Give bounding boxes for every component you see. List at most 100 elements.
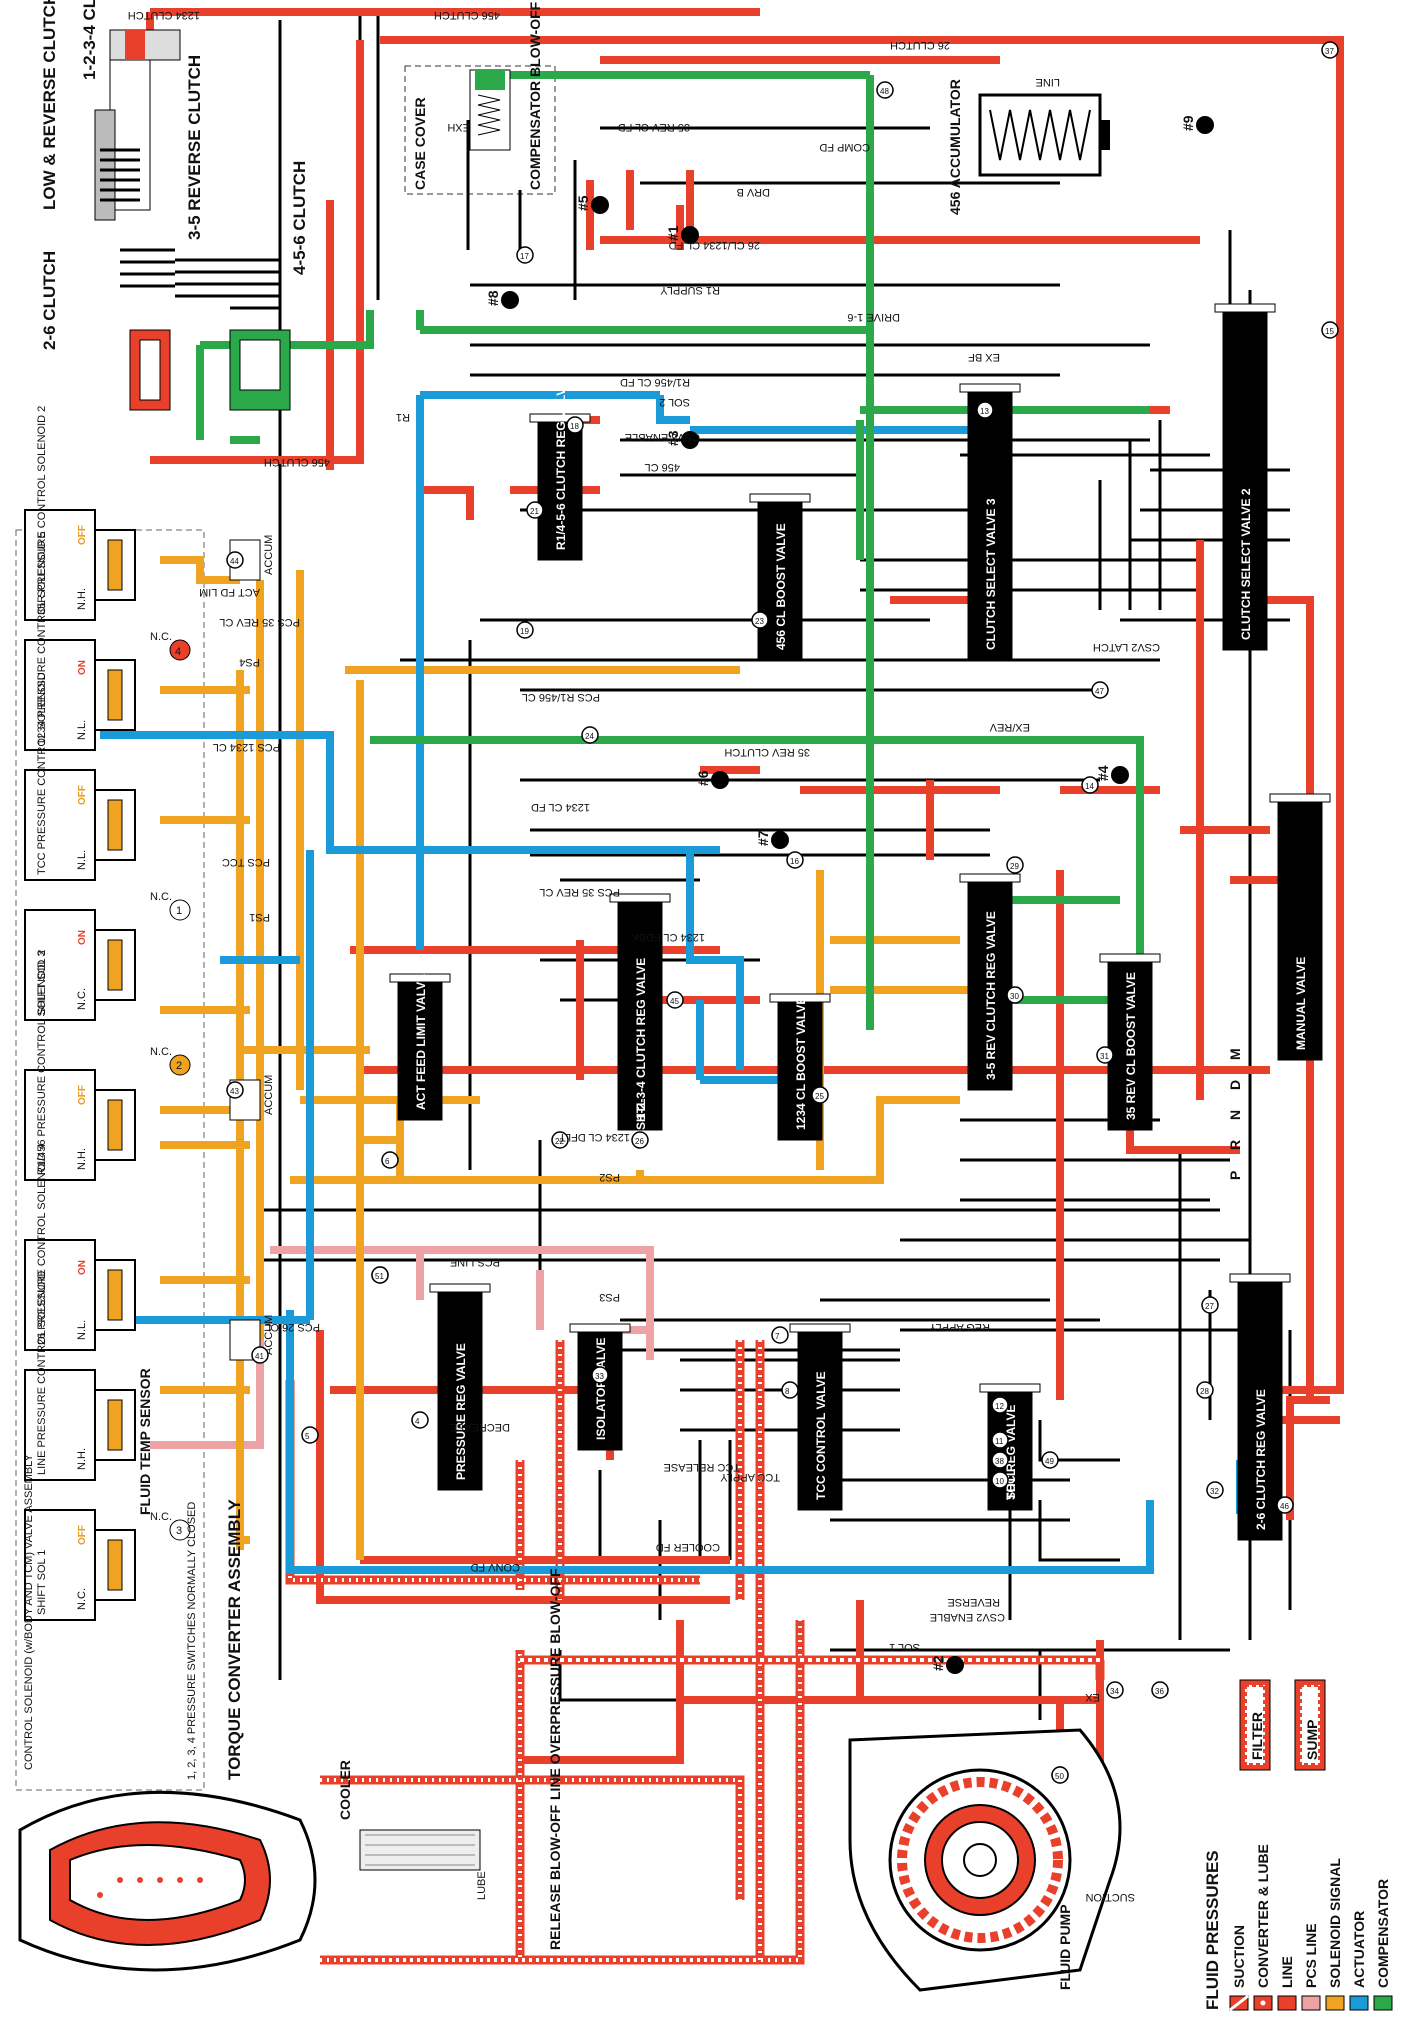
passage-top-7: DRV B xyxy=(737,186,770,198)
solenoid-state: ON xyxy=(77,1260,88,1275)
orifice-label-49: 49 xyxy=(1045,1457,1054,1466)
passage-top-2: 26 CLUTCH xyxy=(890,39,950,51)
pressure-switch-4-label: 4 xyxy=(175,646,181,658)
orifice-22 xyxy=(551,1131,569,1149)
filter-sump xyxy=(1239,1679,1326,1771)
orifice-label-31: 31 xyxy=(1100,1052,1109,1061)
passage-mid-7: PCS 35 REV CL xyxy=(539,886,620,898)
solenoid-pintle xyxy=(107,1269,123,1321)
prndl-D: D xyxy=(1227,1080,1243,1090)
orifice-33 xyxy=(591,1366,609,1384)
valve-cap xyxy=(1214,303,1276,313)
valve-5: 1234 CL BOOST VALVE xyxy=(769,993,831,1141)
accumulator-456-label: 456 ACCUMULATOR xyxy=(947,79,963,215)
legend-label-pcs_line: PCS LINE xyxy=(1303,1923,1319,1988)
valve-bore xyxy=(617,899,663,1131)
orifice-label-14: 14 xyxy=(1085,782,1094,791)
solenoid-body xyxy=(24,1069,96,1181)
solenoid-name: LINE PRESSURE CONTROL SOLENOID xyxy=(36,1271,48,1475)
orifice-23 xyxy=(751,611,769,629)
legend-swatch-actuator xyxy=(1349,1995,1369,2011)
valve-bore xyxy=(1107,959,1153,1131)
valve-cap xyxy=(429,1283,491,1293)
solenoid-state: OFF xyxy=(77,1525,88,1545)
orifice-49 xyxy=(1041,1451,1059,1469)
solenoid-pintle xyxy=(107,939,123,991)
solenoid-body xyxy=(24,769,96,881)
passage-bot-9: SOL 1 xyxy=(889,1641,920,1653)
checkball-label-7: #8 xyxy=(485,290,501,306)
solenoid-body xyxy=(24,1509,96,1621)
solenoid-name: TCC PRESSURE CONTROL SOLENOID xyxy=(36,672,48,875)
accumulator-456 xyxy=(978,93,1110,177)
passage-bot-13: EX xyxy=(1085,1691,1100,1703)
valve-cap xyxy=(569,1323,631,1333)
solenoid-type: N.L. xyxy=(76,720,88,740)
passage-bot-0: PCS LINE xyxy=(450,1256,500,1268)
solenoid-name: SHIFT SOL 1 xyxy=(36,1550,48,1615)
legend-suction-stripe xyxy=(1229,1994,1249,2012)
valve-6: 3-5 REV CLUTCH REG VALVE xyxy=(959,873,1021,1091)
orifice-37 xyxy=(1321,41,1339,59)
orifice-29 xyxy=(1006,856,1024,874)
passage-mid-9: 1234 CL DFLT xyxy=(559,1131,630,1143)
line-overpressure-label: LINE OVERPRESSURE BLOW-OFF xyxy=(547,1568,563,1800)
passage-top-4: COMP FD xyxy=(819,141,870,153)
case-cover-label: CASE COVER xyxy=(412,97,428,190)
fluid-pump xyxy=(848,1728,1122,1992)
orifice-label-30: 30 xyxy=(1010,992,1019,1001)
clutch-low-reverse-label: LOW & REVERSE CLUTCH xyxy=(40,0,59,210)
orifice-17 xyxy=(516,246,534,264)
orifice-21 xyxy=(526,501,544,519)
orifice-label-25: 25 xyxy=(815,1092,824,1101)
orifice-38 xyxy=(991,1451,1009,1469)
checkball-8 xyxy=(1196,116,1214,134)
legend-title: FLUID PRESSURES xyxy=(1203,1850,1222,2010)
passage-top-6: 35 REV CL FD xyxy=(618,121,690,133)
legend-label-compensator: COMPENSATOR xyxy=(1375,1879,1391,1988)
valve-cap xyxy=(1269,793,1331,803)
compensator-blowoff xyxy=(469,69,511,151)
valve-label: CLUTCH SELECT VALVE 2 xyxy=(1239,488,1253,640)
solenoid-state: ON xyxy=(77,660,88,675)
pressure-switch-2-label: 2 xyxy=(176,1060,182,1072)
control-body-note: CONTROL SOLENOID (w/BODY AND TCM) VALVE … xyxy=(23,1454,35,1770)
valve-label: CLUTCH SELECT VALVE 3 xyxy=(984,498,998,650)
orifice-label-6: 6 xyxy=(385,1157,390,1166)
solenoid-pintle xyxy=(107,1539,123,1591)
orifice-28 xyxy=(1196,1381,1214,1399)
passage-top-8: 26 CL/1234 CL FD xyxy=(669,239,760,251)
orifice-label-23: 23 xyxy=(755,617,764,626)
valve-label: R1/4-5-6 CLUTCH REG VALVE xyxy=(554,380,568,550)
orifice-14 xyxy=(1081,776,1099,794)
valve-label: PRESSURE REG VALVE xyxy=(454,1343,468,1480)
orifice-label-13: 13 xyxy=(980,407,989,416)
passage-bot-3: DECREASE xyxy=(449,1421,510,1433)
valve-cap xyxy=(609,893,671,903)
valve-cap xyxy=(1099,953,1161,963)
orifice-label-10: 10 xyxy=(995,1477,1004,1486)
checkball-label-3: #4 xyxy=(1095,765,1111,781)
valve-11: ISOLATOR VALVE xyxy=(569,1323,631,1451)
orifice-13 xyxy=(976,401,994,419)
valve-label: 35 REV CL BOOST VALVE xyxy=(1124,972,1138,1120)
passage-bot-7: TCC APPLY xyxy=(720,1471,780,1483)
checkball-label-8: #9 xyxy=(1180,115,1196,131)
orifice-11 xyxy=(991,1431,1009,1449)
checkball-0 xyxy=(681,226,699,244)
valve-13: TCC REG VALVE xyxy=(979,1383,1041,1511)
passage-mid-11: EX/REV xyxy=(989,721,1030,733)
orifice-label-18: 18 xyxy=(570,422,579,431)
checkball-group: #1#2#3#4#5#6#7#8#9 xyxy=(485,115,1214,1674)
checkball-label-0: #1 xyxy=(665,225,681,241)
orifice-26 xyxy=(631,1131,649,1149)
pressure-switch-1-label: 1 xyxy=(176,905,182,917)
valve-7: 35 REV CL BOOST VALVE xyxy=(1099,953,1161,1131)
valve-14: 2-6 CLUTCH REG VALVE xyxy=(1229,1273,1291,1541)
